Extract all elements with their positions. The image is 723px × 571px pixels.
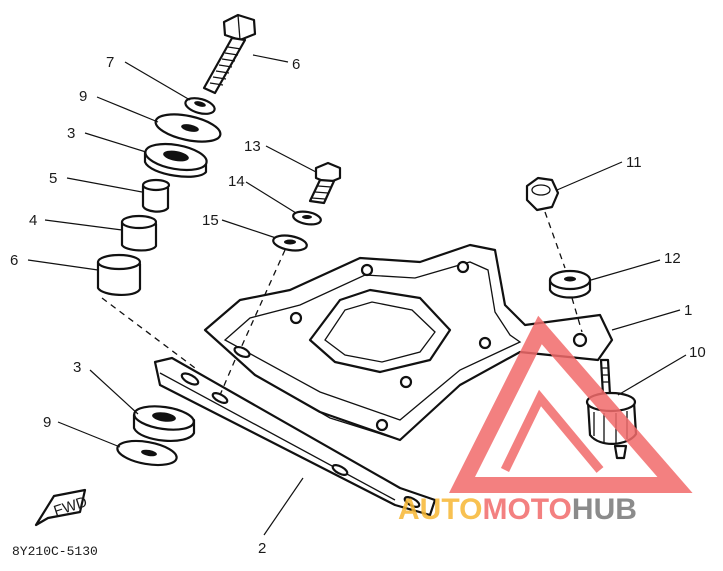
- watermark-text: AUTOMOTOHUB: [398, 493, 637, 526]
- callout-3-lower: 3: [73, 359, 81, 376]
- callout-13: 13: [244, 138, 261, 155]
- watermark-text-hub: HUB: [572, 493, 637, 526]
- callout-8: 7: [106, 54, 114, 71]
- assembly-line-nut: [544, 211, 566, 269]
- part-15-washer: [272, 234, 308, 252]
- part-12-washer: [548, 269, 592, 299]
- callout-14: 14: [228, 173, 245, 190]
- part-11-nut: [525, 176, 560, 212]
- watermark-text-moto: MOTO: [482, 493, 571, 526]
- callout-11: 11: [626, 154, 642, 171]
- watermark-triangle: [449, 315, 693, 493]
- part-6-collar: [96, 253, 142, 296]
- callout-labels: 6 7 9 3 5 4 6 13 14 15 11 12 1 10 3 9 2: [10, 54, 706, 557]
- assembly-line-bolt-13: [239, 249, 286, 351]
- drawing-code: 8Y210C-5130: [12, 544, 98, 559]
- callout-5: 5: [49, 170, 57, 187]
- watermark-text-auto: AUTO: [398, 493, 482, 526]
- part-3-lower-damper: [132, 405, 196, 442]
- part-13-small-bolt: [308, 161, 342, 205]
- part-9-lower-washer: [116, 439, 178, 467]
- callout-7: 6: [292, 56, 300, 73]
- callout-15: 15: [202, 212, 219, 229]
- callout-12: 12: [664, 250, 681, 267]
- leader-lines: [27, 54, 687, 536]
- callout-9-lower: 9: [43, 414, 51, 431]
- assembly-line-sleeve: [101, 297, 196, 369]
- callout-9-upper: 9: [79, 88, 87, 105]
- part-2-bracket-bar: [153, 356, 437, 517]
- watermark-logo: AUTOMOTOHUB: [398, 315, 693, 526]
- part-9-upper-washer: [154, 113, 222, 143]
- callout-1: 1: [684, 302, 692, 319]
- callout-2: 2: [258, 540, 266, 557]
- part-14-lock-washer: [292, 210, 322, 226]
- callout-3-upper: 3: [67, 125, 75, 142]
- callout-10: 10: [689, 344, 706, 361]
- assembly-line-washer: [571, 297, 583, 333]
- part-4-collar: [120, 214, 158, 252]
- part-5-sleeve: [141, 178, 171, 213]
- forward-direction-arrow: FWD: [34, 488, 90, 527]
- part-1-mount-plate: [203, 243, 614, 442]
- part-3-upper-damper: [143, 142, 208, 178]
- part-8-collar: [184, 97, 216, 115]
- part-7-long-bolt: [202, 13, 257, 95]
- callout-4: 4: [29, 212, 37, 229]
- callout-6: 6: [10, 252, 18, 269]
